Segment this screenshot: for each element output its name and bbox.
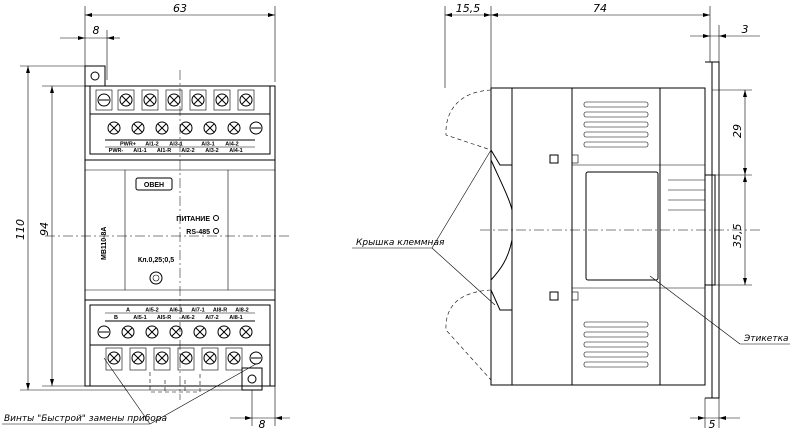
- power-led-icon: [213, 215, 219, 221]
- power-label: ПИТАНИЕ: [176, 216, 210, 223]
- dim-screw-offset: 8: [93, 24, 100, 37]
- rs485-label: RS-485: [186, 229, 210, 236]
- bottom-screws-lower: [105, 347, 263, 371]
- dim-right: 3: [742, 23, 749, 36]
- dim-depth: 74: [593, 2, 607, 15]
- top-label-2-2: AI1-1: [133, 148, 146, 154]
- dim-bottom: 5: [709, 418, 716, 431]
- top-label-1-1: PWR+: [120, 142, 136, 148]
- vent-slots-bottom: [583, 321, 649, 368]
- bottom-label-1-2: AI5-2: [145, 308, 158, 314]
- bottom-label-2-1: B: [114, 315, 118, 321]
- brand-logo: ОВЕН: [144, 182, 164, 189]
- label-area: [585, 171, 659, 281]
- bottom-label-1-4: AI7-1: [191, 308, 204, 314]
- dim-left: 15,5: [456, 2, 481, 15]
- bottom-label-2-6: AI8-1: [229, 315, 242, 321]
- top-label-2-3: AI1-R: [157, 148, 171, 154]
- bottom-label-2-5: AI7-2: [205, 315, 218, 321]
- screws-caption: Винты "Быстрой" замены прибора: [4, 414, 167, 424]
- bottom-screws-upper: [97, 325, 253, 339]
- bottom-label-1-6: AI8-2: [235, 308, 248, 314]
- dim-middle: 35,5: [731, 224, 744, 249]
- accuracy-label: Кл.0,25;0,5: [138, 257, 174, 264]
- bottom-label-1-1: A: [126, 308, 130, 314]
- bottom-label-1-3: AI6-1: [169, 308, 182, 314]
- top-label-2-4: AI2-2: [181, 148, 194, 154]
- top-label-1-5: AI4-2: [225, 142, 238, 148]
- top-label-2-5: AI3-2: [205, 148, 218, 154]
- top-screws-lower: [107, 121, 263, 135]
- bottom-label-2-2: AI5-1: [133, 315, 146, 321]
- top-label-2-6: AI4-1: [229, 148, 242, 154]
- side-view: 15,5 74 3: [352, 2, 790, 431]
- adjust-screw-icon: [149, 271, 163, 285]
- dim-upper: 29: [731, 124, 744, 138]
- top-screws-upper: [95, 89, 255, 111]
- bottom-label-2-3: AI5-R: [157, 315, 171, 321]
- top-label-2-1: PWR-: [109, 148, 124, 154]
- rs485-led-icon: [213, 228, 219, 234]
- front-view: 63 8: [2, 2, 290, 431]
- top-label-1-4: AI3-1: [201, 142, 214, 148]
- bottom-label-1-5: AI8-R: [213, 308, 227, 314]
- label-caption: Этикетка: [743, 334, 789, 344]
- dim-bottom-offset: 8: [259, 418, 266, 431]
- top-label-1-3: AI3-1: [169, 142, 182, 148]
- cover-caption: Крышка клеммная: [356, 238, 445, 248]
- model-label: МВ110-8А: [101, 227, 108, 260]
- dim-height-body: 94: [38, 222, 51, 236]
- dim-height-total: 110: [14, 219, 27, 240]
- top-label-1-2: AI1-2: [145, 142, 158, 148]
- dim-width: 63: [173, 2, 187, 15]
- vent-slots-top: [583, 101, 649, 148]
- bottom-label-2-4: AI6-2: [181, 315, 194, 321]
